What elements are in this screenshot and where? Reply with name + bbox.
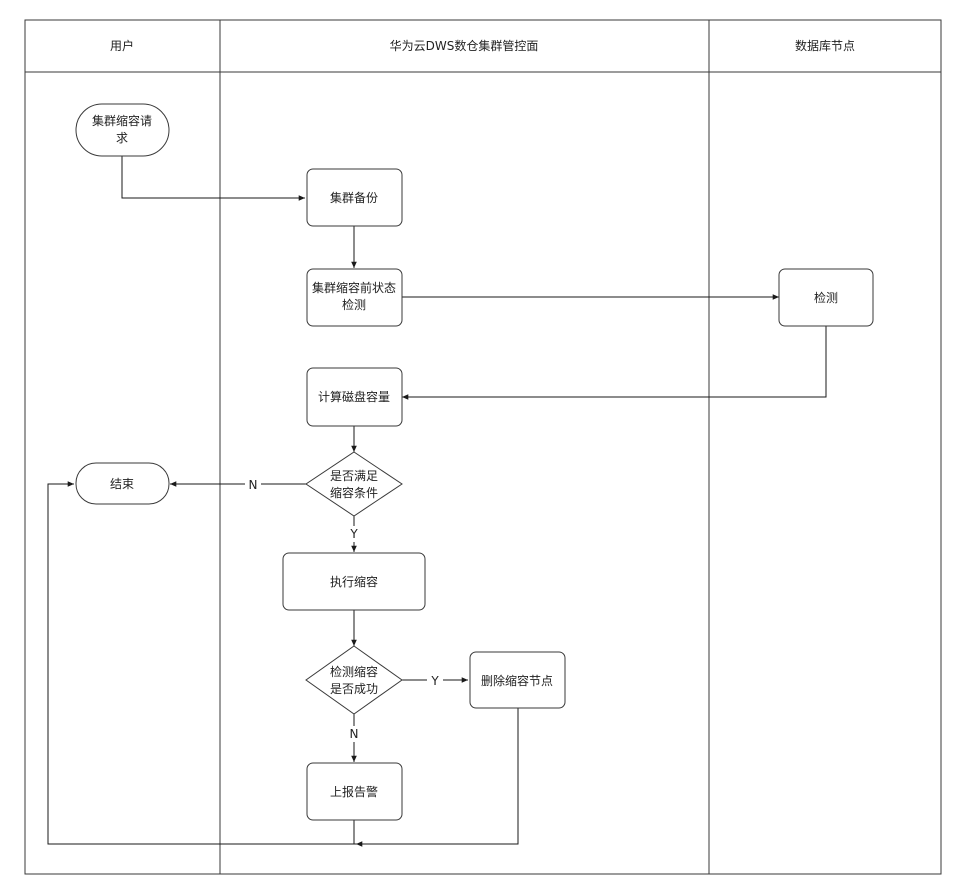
lane-header-control: 华为云DWS数仓集群管控面 [390, 38, 539, 53]
node-backup-label: 集群备份 [330, 190, 378, 205]
node-cond2-line-1: 检测缩容 [330, 664, 378, 679]
edge-labels: N Y Y N [245, 476, 443, 742]
node-detect-label: 检测 [814, 290, 838, 305]
node-calc-label: 计算磁盘容量 [318, 389, 390, 404]
node-delete: 删除缩容节点 [469, 651, 566, 709]
node-precheck: 集群缩容前状态 检测 [306, 268, 403, 327]
node-cond1-line-2: 缩容条件 [330, 485, 378, 500]
node-calc: 计算磁盘容量 [306, 367, 403, 427]
node-alarm: 上报告警 [306, 762, 403, 821]
node-alarm-label: 上报告警 [330, 784, 378, 799]
lane-header-user: 用户 [110, 38, 134, 53]
node-precheck-line-2: 检测 [342, 297, 366, 312]
edge-detect-to-calc [402, 326, 827, 400]
edge-label-cond2-no: N [350, 727, 359, 741]
node-detect: 检测 [778, 268, 874, 327]
node-end-label: 结束 [110, 477, 134, 491]
edge-label-cond1-no: N [249, 478, 258, 492]
node-start: 集群缩容请 求 [75, 103, 170, 157]
edge-label-cond1-yes: Y [349, 527, 358, 541]
edge-delete-to-merge [356, 708, 519, 847]
node-backup: 集群备份 [306, 168, 403, 227]
node-start-line-2: 求 [116, 131, 128, 145]
node-exec: 执行缩容 [282, 552, 426, 611]
node-end: 结束 [75, 462, 170, 505]
node-exec-label: 执行缩容 [330, 574, 378, 589]
node-cond2: 检测缩容 是否成功 [305, 645, 403, 715]
edge-merge-to-end [47, 481, 356, 845]
node-delete-label: 删除缩容节点 [481, 673, 553, 688]
edge-label-cond2-yes: Y [430, 674, 439, 688]
edge-start-to-backup [121, 156, 305, 201]
node-precheck-line-1: 集群缩容前状态 [312, 280, 396, 295]
node-cond1-line-1: 是否满足 [330, 469, 378, 483]
swimlanes: 用户 华为云DWS数仓集群管控面 数据库节点 [24, 19, 942, 875]
node-cond1: 是否满足 缩容条件 [305, 451, 403, 517]
node-start-line-1: 集群缩容请 [92, 113, 152, 128]
lane-header-db: 数据库节点 [795, 38, 855, 53]
lane-frame [24, 19, 942, 875]
node-cond2-line-2: 是否成功 [330, 682, 378, 696]
